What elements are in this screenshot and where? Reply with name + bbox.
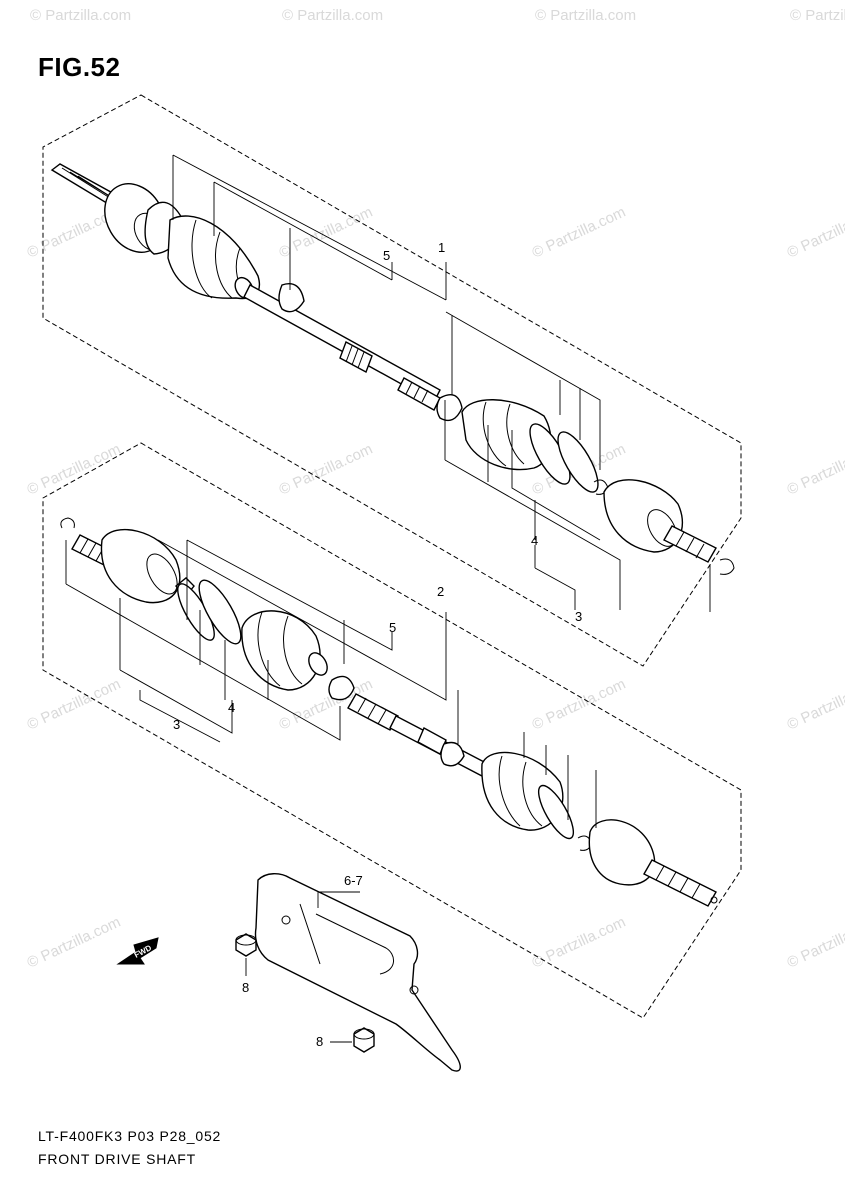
bolt-8-lower [330, 1027, 375, 1053]
watermark-text: © Partzilla.com [25, 676, 124, 734]
drive-shaft-2 [60, 517, 718, 907]
watermark-text: © Partzilla.com [785, 204, 845, 262]
watermark-text: © Partzilla.com [785, 676, 845, 734]
callout-6-7: 6-7 [344, 873, 363, 888]
watermark-text: © Partzilla.com [790, 7, 845, 24]
watermark-text: © Partzilla.com [785, 441, 845, 499]
callout-4-upper: 4 [531, 533, 538, 548]
bolt-8-upper [235, 933, 257, 976]
leaders-lower [65, 539, 597, 828]
watermark-text: © Partzilla.com [277, 204, 376, 262]
callout-8-upper: 8 [242, 980, 249, 995]
callout-5-upper: 5 [383, 248, 390, 263]
assembly-box-2 [42, 442, 742, 1019]
figure-title: FIG.52 [38, 52, 121, 82]
forward-direction-arrow: FWD [116, 937, 159, 965]
watermark-text: © Partzilla.com [530, 676, 629, 734]
watermark-text: © Partzilla.com [30, 7, 131, 24]
watermarks: © Partzilla.com © Partzilla.com © Partzi… [25, 7, 845, 972]
watermark-text: © Partzilla.com [25, 914, 124, 972]
callout-8-lower: 8 [316, 1034, 323, 1049]
watermark-text: © Partzilla.com [282, 7, 383, 24]
front-guard-plate [254, 873, 461, 1072]
callout-3-upper: 3 [575, 609, 582, 624]
callout-2: 2 [437, 584, 444, 599]
watermark-text: © Partzilla.com [785, 914, 845, 972]
watermark-text: © Partzilla.com [535, 7, 636, 24]
callout-1: 1 [438, 240, 445, 255]
callout-3-lower: 3 [173, 717, 180, 732]
leaders-upper [172, 154, 711, 612]
model-code-label: LT-F400FK3 P03 P28_052 [38, 1128, 222, 1144]
callout-5-lower: 5 [389, 620, 396, 635]
watermark-text: © Partzilla.com [25, 441, 124, 499]
watermark-text: © Partzilla.com [530, 204, 629, 262]
callout-4-lower: 4 [228, 700, 235, 715]
assembly-box-1 [42, 94, 742, 667]
watermark-text: © Partzilla.com [277, 441, 376, 499]
watermark-text: © Partzilla.com [530, 914, 629, 972]
diagram-name-label: FRONT DRIVE SHAFT [38, 1151, 197, 1167]
drive-shaft-1 [50, 163, 735, 575]
